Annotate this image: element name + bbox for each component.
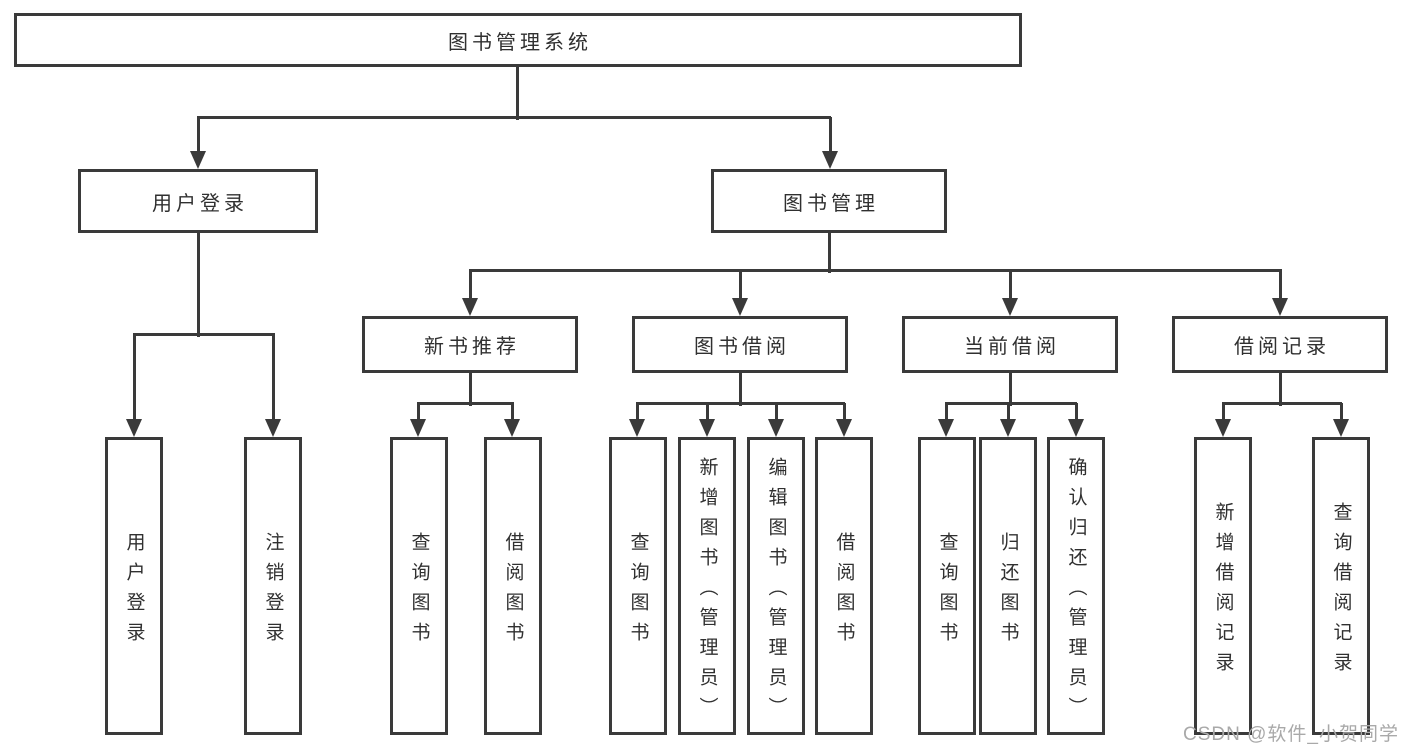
arrowhead-down-icon [629,419,645,437]
node-label: 归还图书 [997,531,1019,652]
node-label: 编辑图书（管理员） [765,456,787,727]
connector-hline [636,402,845,405]
node-label: 借阅图书 [833,531,855,652]
node-library-management-system: 图书管理系统 [14,13,1022,67]
node-label: 当前借阅 [964,336,1060,358]
connector-vline [739,270,742,299]
arrowhead-down-icon [822,151,838,169]
leaf-borrowing-query-books: 查询图书 [609,437,667,735]
connector-vline [1007,403,1010,420]
arrowhead-down-icon [1002,298,1018,316]
connector-vline [197,233,200,337]
arrowhead-down-icon [1068,419,1084,437]
leaf-current-query-books: 查询图书 [918,437,976,735]
connector-vline [706,403,709,420]
node-label: 查询借阅记录 [1330,501,1352,682]
connector-vline [469,373,472,406]
arrowhead-down-icon [836,419,852,437]
arrowhead-down-icon [1000,419,1016,437]
connector-vline [829,117,832,152]
node-label: 查询图书 [627,531,649,652]
arrowhead-down-icon [504,419,520,437]
arrowhead-down-icon [190,151,206,169]
connector-vline [272,334,275,420]
arrowhead-down-icon [768,419,784,437]
arrowhead-down-icon [938,419,954,437]
node-label: 注销登录 [262,531,284,652]
connector-vline [1279,373,1282,406]
connector-hline [945,402,1077,405]
node-current-borrowing: 当前借阅 [902,316,1118,373]
node-label: 图书管理系统 [448,31,592,54]
connector-vline [516,67,519,120]
connector-vline [133,334,136,420]
connector-vline [1009,270,1012,299]
leaf-recommend-borrow-books: 借阅图书 [484,437,542,735]
connector-vline [1009,373,1012,406]
leaf-borrowing-borrow-books: 借阅图书 [815,437,873,735]
node-label: 新书推荐 [424,336,520,358]
node-label: 用户登录 [123,531,145,652]
node-label: 图书借阅 [694,336,790,358]
leaf-current-confirm-return-admin: 确认归还（管理员） [1047,437,1105,735]
node-book-borrowing: 图书借阅 [632,316,848,373]
arrowhead-down-icon [1272,298,1288,316]
node-label: 新增借阅记录 [1212,501,1234,682]
connector-hline [133,333,275,336]
arrowhead-down-icon [732,298,748,316]
node-label: 确认归还（管理员） [1065,456,1087,727]
leaf-borrowing-edit-books-admin: 编辑图书（管理员） [747,437,805,735]
connector-vline [469,270,472,299]
connector-vline [417,403,420,420]
node-user-login: 用户登录 [78,169,318,233]
connector-vline [636,403,639,420]
arrowhead-down-icon [265,419,281,437]
arrowhead-down-icon [462,298,478,316]
node-label: 用户登录 [152,192,248,215]
connector-hline [417,402,514,405]
leaf-records-add-record: 新增借阅记录 [1194,437,1252,735]
node-book-management: 图书管理 [711,169,947,233]
arrowhead-down-icon [410,419,426,437]
connector-vline [511,403,514,420]
connector-vline [775,403,778,420]
connector-vline [1340,403,1343,420]
leaf-records-query-record: 查询借阅记录 [1312,437,1370,735]
csdn-watermark: CSDN @软件_小贺同学 [1183,724,1399,745]
connector-vline [1222,403,1225,420]
leaf-current-return-books: 归还图书 [979,437,1037,735]
node-label: 查询图书 [408,531,430,652]
connector-hline [1222,402,1342,405]
node-label: 借阅图书 [502,531,524,652]
connector-vline [945,403,948,420]
arrowhead-down-icon [1215,419,1231,437]
node-label: 图书管理 [783,192,879,215]
arrowhead-down-icon [1333,419,1349,437]
node-new-book-recommendation: 新书推荐 [362,316,578,373]
leaf-borrowing-add-books-admin: 新增图书（管理员） [678,437,736,735]
connector-vline [1075,403,1078,420]
leaf-logout: 注销登录 [244,437,302,735]
connector-hline [469,269,1282,272]
arrowhead-down-icon [126,419,142,437]
connector-vline [843,403,846,420]
node-label: 借阅记录 [1234,336,1330,358]
node-label: 新增图书（管理员） [696,456,718,727]
leaf-user-login: 用户登录 [105,437,163,735]
node-label: 查询图书 [936,531,958,652]
connector-vline [739,373,742,406]
connector-vline [197,117,200,152]
connector-vline [828,233,831,273]
connector-vline [1279,270,1282,299]
arrowhead-down-icon [699,419,715,437]
connector-hline [197,116,831,119]
node-borrowing-records: 借阅记录 [1172,316,1388,373]
leaf-recommend-query-books: 查询图书 [390,437,448,735]
